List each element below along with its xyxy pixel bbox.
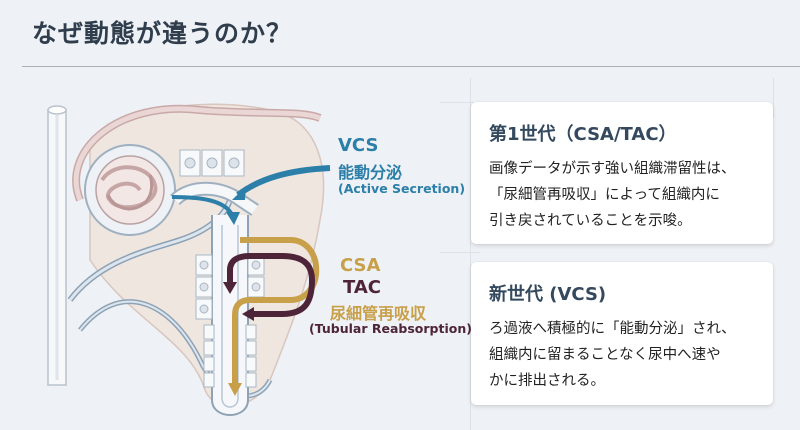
collecting-vessel — [47, 105, 67, 386]
card-body: 画像データが示す強い組織滞留性は、 「尿細管再吸収」によって組織内に 引き戻され… — [489, 156, 769, 234]
active-secretion-arrows — [171, 165, 331, 225]
title-divider — [22, 66, 800, 67]
csa-label: CSA — [340, 255, 381, 276]
glomerulus — [84, 144, 176, 236]
vcs-mechanism-jp: 能動分泌 — [338, 163, 403, 182]
reabsorption-en: (Tubular Reabsorption) — [309, 321, 472, 336]
card-title: 第1世代（CSA/TAC） — [489, 124, 677, 145]
guide-line — [773, 78, 774, 118]
card-line: 画像データが示す強い組織滞留性は、 — [489, 161, 736, 177]
card-line: 引き戻されていることを示唆。 — [489, 213, 692, 229]
card-line: ろ過液へ積極的に「能動分泌」され、 — [489, 321, 736, 337]
epithelial-cells — [179, 149, 265, 388]
vcs-mechanism-en: (Active Secretion) — [338, 181, 466, 196]
info-card-first-gen: 第1世代（CSA/TAC） 画像データが示す強い組織滞留性は、 「尿細管再吸収」… — [471, 102, 773, 244]
tac-label: TAC — [343, 277, 382, 298]
info-card-new-gen: 新世代 (VCS) ろ過液へ積極的に「能動分泌」され、 組織内に留まることなく尿… — [471, 262, 773, 405]
card-title: 新世代 (VCS) — [489, 284, 607, 305]
vcs-arrow — [171, 195, 234, 217]
guide-line — [470, 78, 471, 430]
csa-arrow — [232, 237, 320, 385]
card-line: 組織内に留まることなく尿中へ速や — [489, 347, 721, 363]
card-body: ろ過液へ積極的に「能動分泌」され、 組織内に留まることなく尿中へ速や かに排出さ… — [489, 316, 769, 394]
vcs-label: VCS — [338, 135, 379, 156]
reabsorption-jp: 尿細管再吸収 — [330, 304, 427, 323]
guide-line — [440, 102, 480, 103]
nephron-illustration — [47, 103, 331, 416]
page-title: なぜ動態が違うのか？ — [32, 19, 293, 48]
loop-of-henle — [211, 215, 249, 416]
reabsorption-arrows — [223, 237, 320, 396]
card-line: 「尿細管再吸収」によって組織内に — [489, 187, 720, 203]
guide-line — [440, 252, 480, 253]
card-line: かに排出される。 — [489, 373, 605, 389]
